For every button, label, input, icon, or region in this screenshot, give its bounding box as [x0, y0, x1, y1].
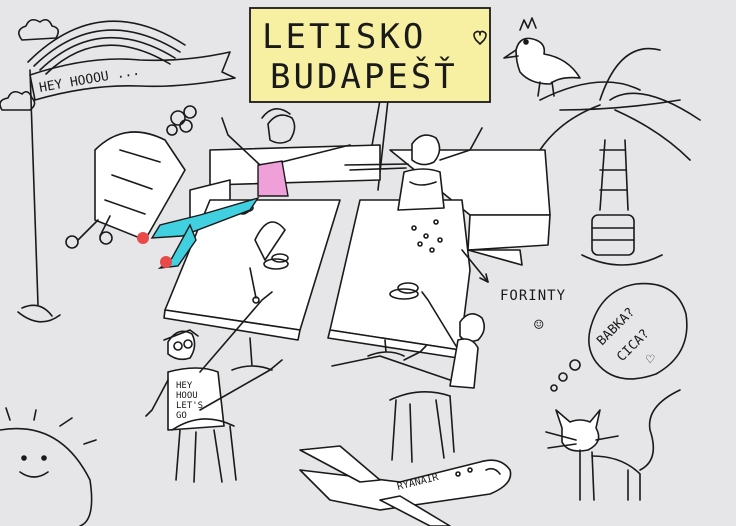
girl-chair [331, 291, 486, 463]
forinty-label: FORINTY [500, 288, 566, 304]
sun [0, 407, 97, 526]
girl-pink [137, 108, 351, 269]
bird [503, 17, 581, 97]
sign-line2: BUDAPEŠŤ [270, 56, 458, 97]
smile-icon: ☺ [534, 315, 544, 334]
banner: HEY HOOOU ... [29, 51, 236, 101]
cloud [0, 18, 60, 111]
heart-icon [473, 30, 487, 45]
stroller [65, 131, 186, 249]
sign-line1: LETISKO [262, 17, 426, 57]
shirt-line3: LET'S [176, 401, 203, 411]
girl-right [344, 127, 483, 211]
cat [545, 389, 681, 501]
rainbow [27, 20, 186, 75]
flower-bunch [166, 105, 197, 136]
shirt-line2: HOOU [176, 391, 198, 401]
bench-right [389, 149, 551, 266]
boy-cap [145, 291, 283, 483]
palm-tree [539, 47, 701, 266]
heart-icon-thought: ♡ [646, 352, 655, 368]
airplane [299, 445, 512, 526]
shirt-line1: HEY [176, 381, 193, 391]
sign-board [249, 7, 491, 103]
banner-pole [17, 69, 61, 323]
thought-bubble [550, 282, 688, 392]
shirt-line4: GO [176, 411, 187, 421]
arrow [461, 249, 489, 283]
table-items [232, 203, 443, 304]
airport-sign: LETISKO BUDAPEŠŤ [249, 7, 491, 191]
table-left [163, 199, 341, 371]
